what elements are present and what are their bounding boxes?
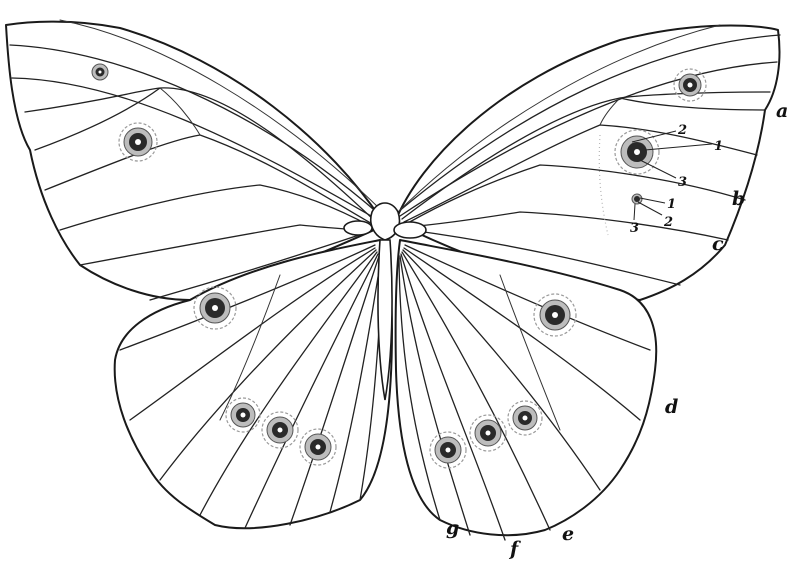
eyespot — [92, 64, 108, 80]
label-f: f — [508, 538, 521, 560]
part-label-upper-3: 3 — [678, 175, 687, 190]
label-a: a — [776, 100, 788, 122]
part-label-upper-2: 2 — [677, 123, 687, 138]
label-c: c — [712, 233, 724, 255]
label-e: e — [562, 523, 574, 545]
part-label-lower-2: 2 — [663, 215, 673, 230]
part-label-upper-1: 1 — [714, 139, 723, 154]
label-b: b — [732, 188, 745, 210]
label-d: d — [665, 396, 678, 418]
eyespot — [674, 69, 706, 101]
part-label-lower-1: 1 — [667, 197, 676, 212]
part-label-lower-3: 3 — [630, 221, 639, 236]
label-g: g — [446, 517, 459, 539]
eyespot — [632, 194, 642, 204]
